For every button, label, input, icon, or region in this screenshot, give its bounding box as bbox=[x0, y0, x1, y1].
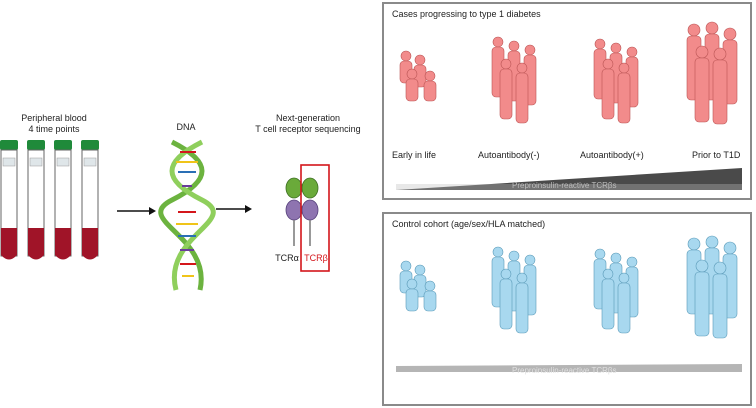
control-crowd-4 bbox=[686, 235, 738, 339]
control-panel: Control cohort (age/sex/HLA matched) bbox=[382, 212, 752, 406]
blood-tube-3 bbox=[54, 140, 72, 260]
dna-label: DNA bbox=[176, 122, 196, 132]
sequencing-label-line1: Next-generation bbox=[275, 113, 341, 123]
blood-label-line1: Peripheral blood bbox=[21, 113, 87, 123]
control-crowd-2 bbox=[491, 246, 537, 334]
cases-panel-title: Cases progressing to type 1 diabetes bbox=[392, 9, 541, 19]
crowd-autoantibody-positive bbox=[593, 38, 639, 124]
cases-bar-label: Preproinsulin-reactive TCRβs bbox=[512, 181, 617, 190]
sequencing-label-line2: T cell receptor sequencing bbox=[255, 124, 361, 134]
control-crowd-3 bbox=[593, 248, 639, 334]
cases-panel: Cases progressing to type 1 diabetes bbox=[382, 2, 752, 200]
blood-tubes bbox=[0, 140, 99, 260]
blood-tube-2 bbox=[27, 140, 45, 260]
stage-label-early-in-life: Early in life bbox=[392, 150, 437, 160]
stage-label-autoantibody-negative: Autoantibody(-) bbox=[478, 150, 540, 160]
control-crowd-1 bbox=[399, 260, 437, 312]
blood-label-line2: 4 time points bbox=[28, 124, 80, 134]
control-panel-title: Control cohort (age/sex/HLA matched) bbox=[392, 219, 546, 229]
stage-label-prior-to-t1d: Prior to T1D bbox=[692, 150, 741, 160]
arrow-dna-to-sequencing bbox=[216, 205, 252, 213]
stage-label-autoantibody-positive: Autoantibody(+) bbox=[580, 150, 644, 160]
dna-helix-icon bbox=[158, 139, 216, 291]
crowd-prior-to-t1d bbox=[686, 21, 738, 125]
tcr-alpha-label: TCRα bbox=[275, 253, 299, 263]
crowd-autoantibody-negative bbox=[491, 36, 537, 124]
tcr-beta-label: TCRβ bbox=[304, 253, 328, 263]
tcr-molecule-icon bbox=[285, 177, 319, 246]
tcr-beta-highlight bbox=[300, 164, 330, 272]
control-gradient-bar bbox=[396, 364, 742, 372]
control-bar-label: Preproinsulin-reactive TCRβs bbox=[512, 366, 617, 375]
arrow-blood-to-dna bbox=[117, 207, 156, 215]
cases-figures bbox=[396, 21, 742, 190]
crowd-early-in-life bbox=[399, 50, 437, 102]
blood-tube-1 bbox=[0, 140, 18, 260]
blood-tube-4 bbox=[81, 140, 99, 260]
control-figures bbox=[396, 235, 742, 372]
cases-gradient-bar bbox=[396, 168, 742, 190]
